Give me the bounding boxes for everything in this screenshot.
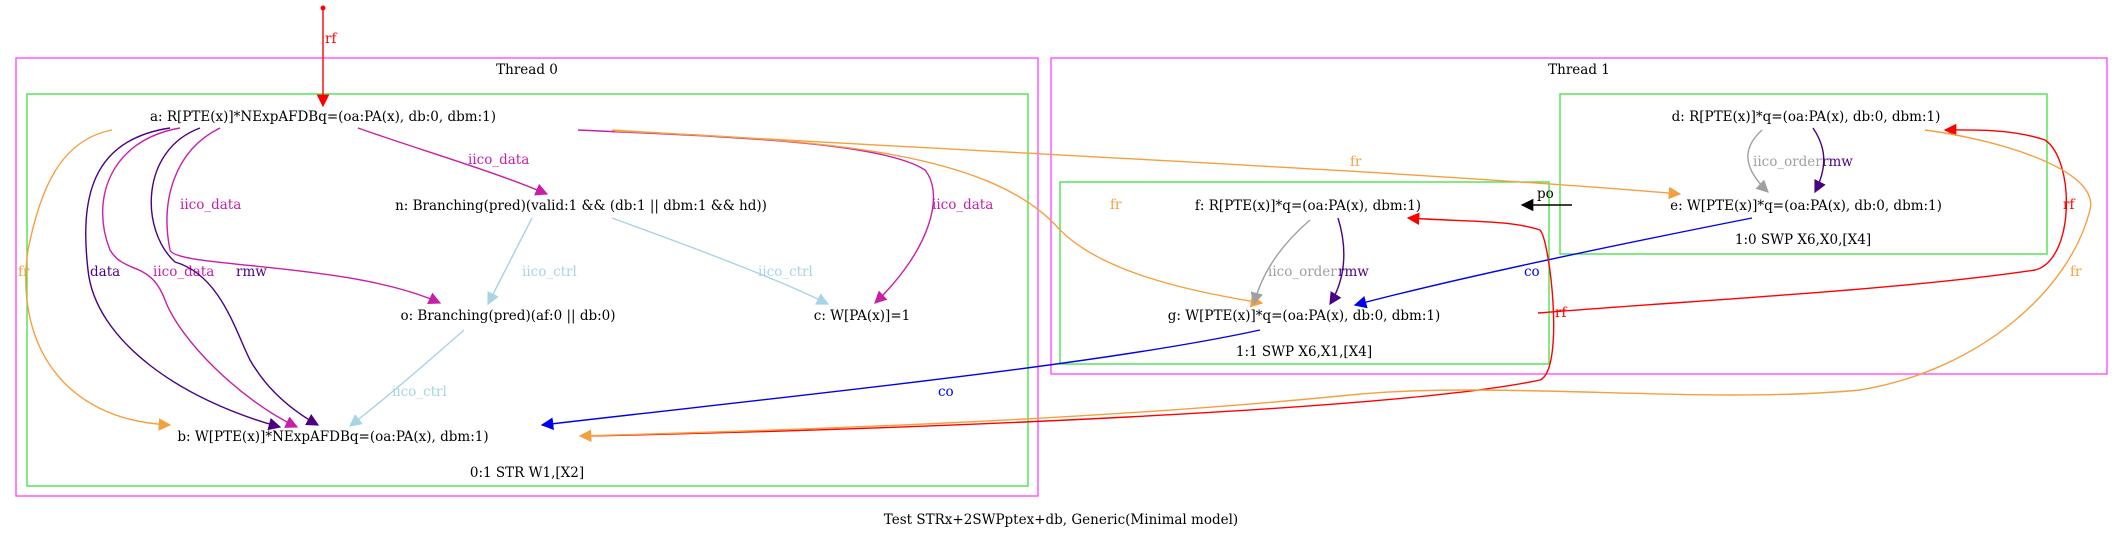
event-o: o: Branching(pred)(af:0 || db:0) bbox=[400, 308, 615, 324]
edge-label-d-e-rmw: rmw bbox=[1822, 154, 1853, 170]
edge-g-d-rf bbox=[1537, 123, 2067, 314]
edge-f-g-iico-order bbox=[1250, 219, 1311, 306]
edge-label-a-g-fr: fr bbox=[1110, 197, 1122, 213]
edge-d-b-fr bbox=[578, 129, 2092, 442]
edge-n-o-iico-ctrl bbox=[487, 217, 533, 306]
edge-a-b-data bbox=[85, 127, 282, 431]
event-f: f: R[PTE(x)]*q=(oa:PA(x), dbm:1) bbox=[1195, 198, 1421, 214]
edge-label-d-e-order: iico_order bbox=[1753, 154, 1822, 170]
edge-label-a-c: iico_data bbox=[932, 197, 993, 213]
edge-a-n-iico-data bbox=[357, 127, 549, 196]
event-d: d: R[PTE(x)]*q=(oa:PA(x), db:0, dbm:1) bbox=[1672, 109, 1941, 125]
event-a: a: R[PTE(x)]*NExpAFDBq=(oa:PA(x), db:0, … bbox=[150, 109, 496, 125]
edge-label-f-g-order: iico_order bbox=[1268, 264, 1337, 280]
edge-a-o-iico-data bbox=[166, 127, 442, 305]
edge-label-a-b-iico: iico_data bbox=[153, 264, 214, 280]
edge-g-f-rf bbox=[582, 212, 1555, 437]
edge-a-b-fr bbox=[25, 129, 172, 431]
edge-e-g-co bbox=[1353, 217, 1753, 309]
edge-a-b-iico-data bbox=[102, 127, 299, 428]
edge-label-e-g-co: co bbox=[1524, 264, 1540, 280]
edge-label-d-b-fr: fr bbox=[2070, 264, 2082, 280]
thread-0-cluster bbox=[15, 57, 1039, 497]
edge-o-b-iico-ctrl bbox=[349, 329, 465, 427]
edge-label-a-n: iico_data bbox=[468, 152, 529, 168]
edge-label-a-b-fr: fr bbox=[18, 264, 30, 280]
edge-label-po: po bbox=[1537, 186, 1554, 202]
edge-label-n-c: iico_ctrl bbox=[758, 264, 813, 280]
event-c: c: W[PA(x)]=1 bbox=[814, 308, 910, 324]
event-n: n: Branching(pred)(valid:1 && (db:1 || d… bbox=[395, 198, 767, 214]
edge-label-a-e-fr: fr bbox=[1350, 154, 1362, 170]
edge-g-b-co bbox=[540, 329, 1261, 430]
thread-1-label: Thread 1 bbox=[1548, 62, 1610, 78]
instr-1-1-cluster bbox=[1059, 181, 1550, 365]
edge-f-g-rmw bbox=[1329, 217, 1345, 306]
edge-a-c-iico-data bbox=[577, 129, 935, 304]
edge-d-e-iico-order bbox=[1747, 129, 1769, 193]
edge-label-g-b-co: co bbox=[938, 384, 954, 400]
edge-label-rf-init: rf bbox=[325, 31, 337, 47]
instr-0-1-label: 0:1 STR W1,[X2] bbox=[470, 465, 584, 481]
edge-label-g-f-rf: rf bbox=[1555, 305, 1567, 321]
instr-0-1-cluster bbox=[26, 93, 1029, 487]
event-g: g: W[PTE(x)]*q=(oa:PA(x), db:0, dbm:1) bbox=[1168, 308, 1441, 324]
graph-caption: Test STRx+2SWPptex+db, Generic(Minimal m… bbox=[884, 512, 1238, 528]
thread-0-label: Thread 0 bbox=[496, 62, 558, 78]
edge-a-b-rmw bbox=[150, 127, 320, 426]
edge-label-a-o: iico_data bbox=[180, 197, 241, 213]
instr-1-0-label: 1:0 SWP X6,X0,[X4] bbox=[1735, 232, 1871, 248]
instr-1-1-label: 1:1 SWP X6,X1,[X4] bbox=[1236, 344, 1372, 360]
edge-label-g-d-rf: rf bbox=[2063, 197, 2075, 213]
event-e: e: W[PTE(x)]*q=(oa:PA(x), db:0, dbm:1) bbox=[1670, 198, 1942, 214]
edge-d-e-rmw bbox=[1812, 127, 1826, 194]
edge-label-a-b-rmw: rmw bbox=[236, 264, 267, 280]
edge-a-g-fr bbox=[614, 130, 1264, 308]
edge-label-n-o: iico_ctrl bbox=[522, 264, 577, 280]
edge-label-o-b: iico_ctrl bbox=[392, 384, 447, 400]
edge-n-c-iico-ctrl bbox=[611, 217, 830, 305]
edge-label-f-g-rmw: rmw bbox=[1338, 264, 1369, 280]
edge-label-a-b-data: data bbox=[90, 264, 120, 280]
event-b: b: W[PTE(x)]*NExpAFDBq=(oa:PA(x), dbm:1) bbox=[177, 429, 488, 445]
instr-1-0-cluster bbox=[1559, 93, 2048, 255]
thread-1-cluster bbox=[1050, 57, 2108, 375]
